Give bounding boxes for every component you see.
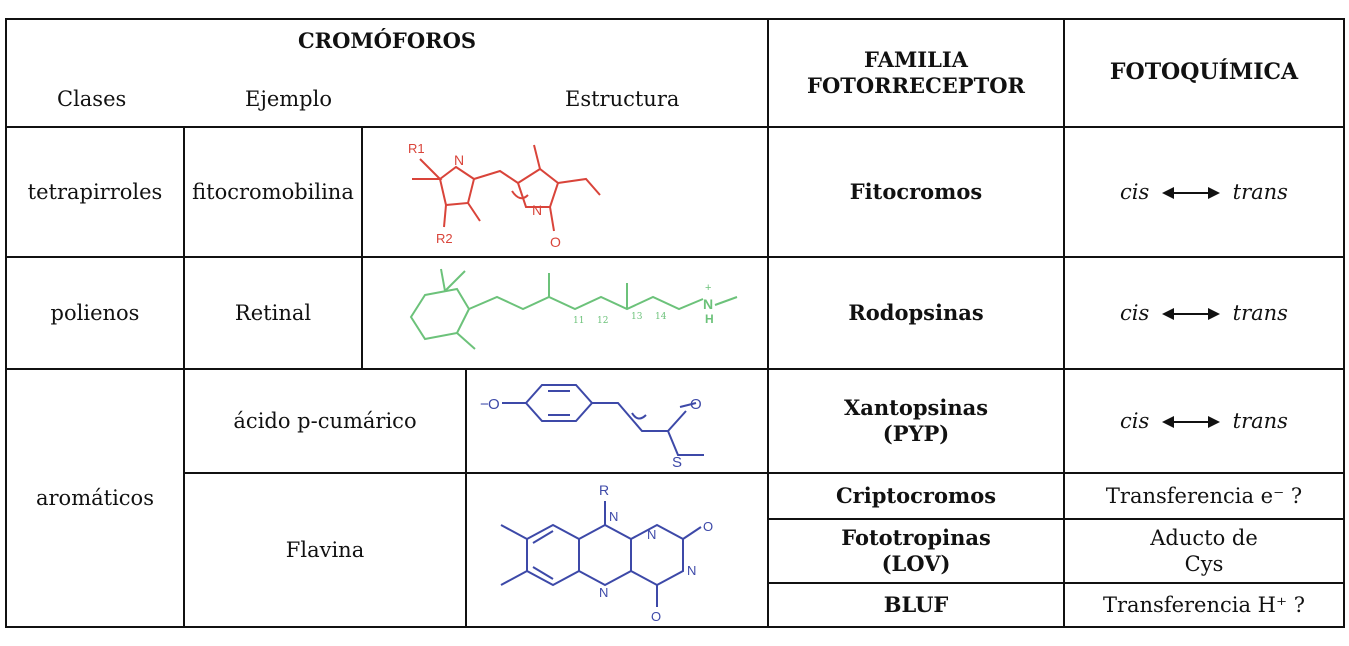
cell-fotoquimica: cis trans xyxy=(1063,126,1345,258)
structure-label-11: 11 xyxy=(573,316,584,326)
structure-label-r1: R1 xyxy=(408,141,425,156)
table-row: tetrapirroles fitocromobilina xyxy=(5,126,1345,258)
structure-label-r2: R2 xyxy=(436,231,453,246)
structure-label-n4: N xyxy=(599,585,608,600)
chromophore-table: CROMÓFOROS Clases Ejemplo Estructura FAM… xyxy=(5,18,1345,628)
cell-familia: BLUF xyxy=(767,582,1065,628)
structure-label-14: 14 xyxy=(655,312,667,322)
cell-estructura: R1 N N R2 O xyxy=(361,126,769,258)
header-ejemplo: Ejemplo xyxy=(245,87,332,111)
table-row: BLUF Transferencia H⁺ ? xyxy=(6,582,1345,628)
familia-line1: Xantopsinas xyxy=(843,394,989,420)
cell-fotoquimica: cis trans xyxy=(1063,256,1345,370)
cell-fotoquimica: Transferencia e⁻ ? xyxy=(1063,472,1345,520)
familia-line2: (LOV) xyxy=(881,551,951,576)
table-row: Flavina R N N xyxy=(6,472,1345,628)
flavin-structure: R N N N N O O xyxy=(500,482,713,623)
cell-familia: Xantopsinas (PYP) xyxy=(767,368,1065,474)
double-arrow-icon xyxy=(1161,187,1220,200)
foto-line2: Cys xyxy=(1184,552,1224,576)
header-clases: Clases xyxy=(57,87,127,111)
photo-trans: trans xyxy=(1232,408,1288,433)
structure-label-s: S xyxy=(672,454,682,469)
cell-familia: Fototropinas (LOV) xyxy=(767,518,1065,584)
cell-fotoquimica: cis trans xyxy=(1063,368,1345,474)
photo-cis: cis xyxy=(1120,408,1150,433)
cell-estructura: R N N N N O O xyxy=(465,472,769,628)
familia-line1: Fototropinas xyxy=(841,524,991,550)
cell-clase: aromáticos xyxy=(5,368,185,628)
structure-label-minus: − xyxy=(480,396,489,413)
cell-clase: polienos xyxy=(5,256,185,370)
photo-trans: trans xyxy=(1232,179,1288,204)
table-row: polienos Retinal 11 12 13 xyxy=(5,256,1345,370)
p-coumaric-structure: − O O S xyxy=(480,384,704,469)
double-arrow-icon xyxy=(1161,308,1220,321)
cell-fotoquimica: Aducto de Cys xyxy=(1063,518,1345,584)
header-row: CROMÓFOROS Clases Ejemplo Estructura FAM… xyxy=(5,18,1345,128)
cut-off-top-text xyxy=(5,0,725,18)
structure-label-n2: N xyxy=(532,202,542,218)
table-row: aromáticos ácido p-cumárico − O O xyxy=(5,368,1345,628)
double-arrow-icon xyxy=(1161,416,1220,429)
cell-estructura: − O O S xyxy=(465,368,769,474)
header-cromoforos: CROMÓFOROS Clases Ejemplo Estructura xyxy=(5,18,769,128)
cell-ejemplo: fitocromobilina xyxy=(183,126,363,258)
familia-line2: (PYP) xyxy=(882,421,950,446)
photo-trans: trans xyxy=(1232,300,1288,325)
foto-line1: Aducto de xyxy=(1150,525,1258,550)
header-estructura: Estructura xyxy=(565,87,680,111)
structure-label-13: 13 xyxy=(631,312,643,322)
structure-label-12: 12 xyxy=(597,316,608,326)
structure-label-n1: N xyxy=(454,152,464,168)
header-familia-line1: FAMILIA xyxy=(864,46,968,72)
cell-familia: Rodopsinas xyxy=(767,256,1065,370)
table-row: Fototropinas (LOV) Aducto de Cys xyxy=(6,518,1345,584)
structure-label-n1: N xyxy=(609,509,618,524)
cell-ejemplo: Flavina xyxy=(183,472,467,628)
cell-clase: tetrapirroles xyxy=(5,126,185,258)
photo-cis: cis xyxy=(1120,179,1150,204)
structure-label-n2: N xyxy=(647,527,656,542)
structure-label-o1: O xyxy=(488,396,500,413)
cell-fotoquimica: Transferencia H⁺ ? xyxy=(1063,582,1345,628)
structure-label-o: O xyxy=(550,234,561,250)
header-cromoforos-title: CROMÓFOROS xyxy=(297,28,477,53)
header-familia: FAMILIA FOTORRECEPTOR xyxy=(767,18,1065,128)
photo-cis: cis xyxy=(1120,300,1150,325)
cell-ejemplo: Retinal xyxy=(183,256,363,370)
retinal-structure: 11 12 13 14 N H + xyxy=(409,268,738,350)
cell-familia: Criptocromos xyxy=(767,472,1065,520)
header-familia-line2: FOTORRECEPTOR xyxy=(807,73,1025,98)
structure-label-o2: O xyxy=(651,609,661,623)
phytochromobilin-structure: R1 N N R2 O xyxy=(408,141,601,250)
structure-label-r: R xyxy=(599,482,609,498)
header-fotoquimica: FOTOQUÍMICA xyxy=(1063,18,1345,128)
structure-label-o2: O xyxy=(690,396,702,413)
cell-estructura: 11 12 13 14 N H + xyxy=(361,256,769,370)
cell-familia: Fitocromos xyxy=(767,126,1065,258)
structure-label-n: N xyxy=(703,296,713,312)
structure-label-n3: N xyxy=(687,563,696,578)
structure-label-plus: + xyxy=(705,282,711,294)
structure-label-h: H xyxy=(705,312,714,326)
structure-label-o1: O xyxy=(703,519,713,534)
cell-ejemplo: ácido p-cumárico xyxy=(183,368,467,474)
